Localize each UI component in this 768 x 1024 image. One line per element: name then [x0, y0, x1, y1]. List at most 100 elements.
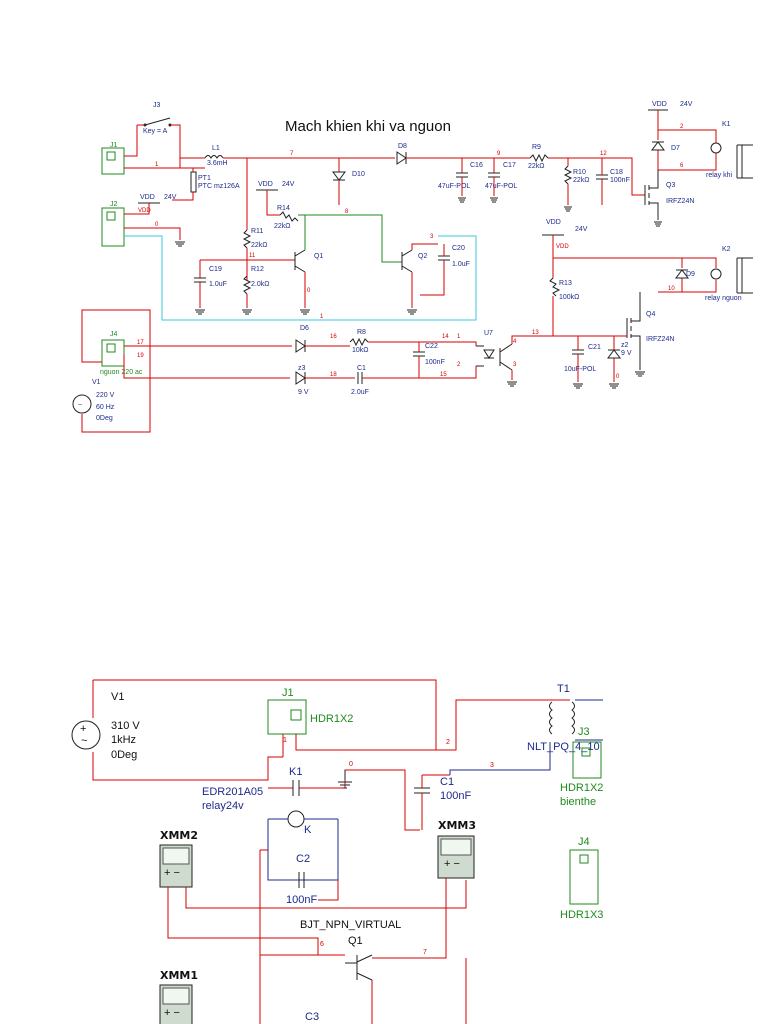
resistor-r13: R13 100kΩ [549, 277, 579, 336]
svg-text:24V: 24V [575, 226, 588, 233]
svg-text:19: 19 [137, 353, 144, 359]
svg-text:0: 0 [616, 374, 620, 380]
svg-text:J1: J1 [110, 142, 118, 149]
svg-text:J3: J3 [578, 726, 590, 738]
svg-text:HDR1X2: HDR1X2 [310, 713, 353, 725]
diode-d9: D9 [675, 269, 695, 279]
svg-text:10: 10 [668, 286, 675, 292]
relay-k2[interactable]: K2 relay nguon [705, 246, 753, 302]
svg-text:0: 0 [307, 288, 311, 294]
svg-text:VDD: VDD [140, 194, 155, 201]
svg-text:U7: U7 [484, 330, 493, 337]
vdd-source-3: VDD 24V [256, 181, 295, 216]
svg-text:13: 13 [532, 330, 539, 336]
svg-text:BJT_NPN_VIRTUAL: BJT_NPN_VIRTUAL [300, 919, 401, 931]
mosfet-q3: Q3 IRFZ24N [644, 170, 694, 227]
svg-text:PT1: PT1 [198, 175, 211, 182]
svg-text:Q1: Q1 [348, 935, 363, 947]
svg-text:0: 0 [155, 222, 159, 228]
svg-text:VDD: VDD [138, 208, 151, 214]
header-j4-bottom[interactable]: J4 HDR1X3 [560, 836, 603, 921]
vdd-source-1: VDD 24V [648, 101, 693, 140]
svg-text:100nF: 100nF [425, 359, 445, 366]
header-j2[interactable]: J2 [101, 201, 125, 247]
svg-text:17: 17 [137, 340, 144, 346]
svg-text:K1: K1 [289, 766, 302, 778]
svg-text:22kΩ: 22kΩ [528, 163, 545, 170]
svg-text:47uF-POL: 47uF-POL [438, 183, 470, 190]
svg-text:C21: C21 [588, 344, 601, 351]
header-j3-bottom[interactable]: J3 NLT_PQ_4_10 HDR1X2 bienthe [527, 726, 603, 808]
resistor-r8: R8 10kΩ [349, 329, 477, 354]
svg-text:2.0uF: 2.0uF [351, 389, 369, 396]
capacitor-c22: C22 100nF [413, 342, 445, 378]
inductor-l1: L1 3.6mH [180, 145, 395, 167]
svg-text:C1: C1 [440, 776, 454, 788]
svg-text:12: 12 [600, 151, 607, 157]
svg-text:IRFZ24N: IRFZ24N [646, 336, 674, 343]
svg-text:VDD: VDD [556, 244, 569, 250]
diode-d7: D7 [651, 141, 680, 170]
header-j4[interactable]: J4 nguon 220 ac [100, 331, 143, 376]
zener-z2: z2 9 V [607, 336, 632, 389]
svg-text:0Deg: 0Deg [96, 415, 113, 422]
svg-text:Key = A: Key = A [143, 128, 168, 135]
svg-text:C2: C2 [296, 853, 310, 865]
svg-text:10uF-POL: 10uF-POL [564, 366, 596, 373]
svg-text:Q3: Q3 [666, 182, 675, 189]
svg-text:V1: V1 [92, 379, 101, 386]
svg-text:IRFZ24N: IRFZ24N [666, 198, 694, 205]
svg-text:24V: 24V [680, 101, 693, 108]
svg-text:~: ~ [78, 402, 82, 409]
capacitor-c18: C18 100nF [596, 158, 630, 205]
svg-text:22kΩ: 22kΩ [274, 223, 291, 230]
svg-text:3: 3 [430, 234, 434, 240]
svg-text:2: 2 [446, 739, 450, 746]
relay-k1[interactable]: K1 relay khi [658, 121, 753, 179]
svg-text:100nF: 100nF [286, 894, 317, 906]
svg-text:6: 6 [320, 941, 324, 948]
multimeter-xmm3[interactable]: XMM3 + − [437, 819, 476, 879]
svg-text:bienthe: bienthe [560, 796, 596, 808]
svg-text:L1: L1 [212, 145, 220, 152]
svg-text:0: 0 [349, 761, 353, 768]
svg-text:EDR201A05: EDR201A05 [202, 786, 263, 798]
resistor-r10: R10 22kΩ [563, 158, 590, 212]
svg-text:9 V: 9 V [298, 389, 309, 396]
svg-text:15: 15 [440, 372, 447, 378]
svg-text:220 V: 220 V [96, 392, 115, 399]
svg-text:1: 1 [283, 737, 287, 744]
zener-z3: z3 9 V [295, 365, 355, 396]
svg-text:7: 7 [423, 949, 427, 956]
switch-j3[interactable]: J3 Key = A [137, 102, 181, 168]
multimeter-xmm2[interactable]: XMM2 + − [159, 829, 198, 888]
svg-text:+: + [80, 723, 86, 735]
relay-k1-bottom[interactable]: K1 EDR201A05 relay24v [202, 766, 420, 831]
vdd-source-4: VDD 24V VDD [542, 219, 588, 278]
header-j1[interactable]: J1 [101, 125, 138, 175]
multimeter-xmm1[interactable]: XMM1 + − [159, 969, 198, 1024]
svg-text:47uF-POL: 47uF-POL [485, 183, 517, 190]
svg-text:C22: C22 [425, 343, 438, 350]
svg-text:1kHz: 1kHz [111, 734, 136, 746]
svg-text:C20: C20 [452, 245, 465, 252]
svg-text:R8: R8 [357, 329, 366, 336]
resistor-r14: R14 22kΩ [274, 205, 299, 230]
svg-text:24V: 24V [282, 181, 295, 188]
transistor-q2: Q2 3 [401, 234, 438, 315]
svg-text:+ −: + − [444, 858, 460, 870]
svg-text:z2: z2 [621, 342, 629, 349]
top-schematic: Mach khien khi va nguon J3 Key = A J1 1 … [72, 101, 753, 433]
svg-text:R14: R14 [277, 205, 290, 212]
svg-text:R13: R13 [559, 280, 572, 287]
svg-text:HDR1X2: HDR1X2 [560, 782, 603, 794]
ptc-pt1: PT1 PTC mz126A [172, 168, 240, 201]
header-j1-bottom[interactable]: J1 HDR1X2 [267, 687, 353, 735]
svg-text:1.0uF: 1.0uF [452, 261, 470, 268]
svg-text:D8: D8 [398, 143, 407, 150]
svg-text:J1: J1 [282, 687, 294, 699]
svg-text:9: 9 [497, 151, 501, 157]
svg-text:R12: R12 [251, 266, 264, 273]
svg-text:11: 11 [249, 253, 256, 259]
svg-text:16: 16 [330, 334, 337, 340]
